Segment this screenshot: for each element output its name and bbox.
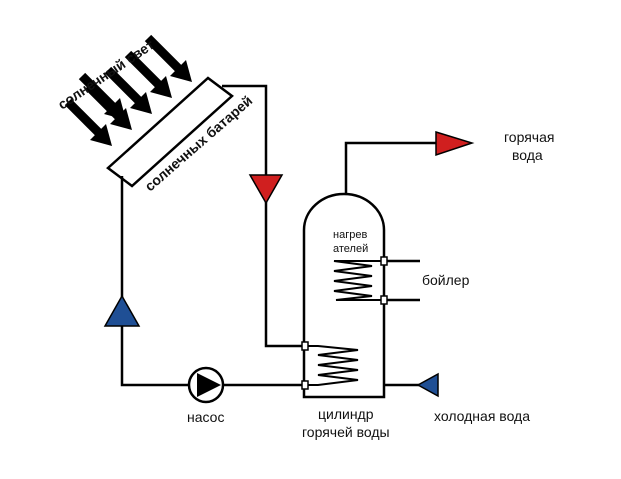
hot-flow-arrow-icon bbox=[248, 174, 284, 205]
hot-water-label-line1: горячая bbox=[504, 129, 554, 145]
pump-icon bbox=[187, 366, 225, 404]
cylinder-label-line2: горячей воды bbox=[302, 424, 390, 440]
heater-label-line1: нагрев bbox=[333, 229, 367, 241]
return-flow-arrow-icon bbox=[103, 294, 141, 327]
pump-label: насос bbox=[187, 409, 224, 425]
hot-water-label-line2: вода bbox=[512, 147, 543, 163]
cold-water-label: холодная вода bbox=[434, 408, 530, 424]
hot-water-arrow-icon bbox=[435, 130, 475, 157]
solar-panel bbox=[106, 76, 234, 188]
coil-icon bbox=[333, 256, 388, 305]
cylinder-label-line1: цилиндр bbox=[318, 406, 374, 422]
heater-label-line2: ателей bbox=[333, 243, 368, 255]
coil-icon bbox=[301, 341, 359, 390]
boiler-label: бойлер bbox=[422, 272, 470, 288]
cold-water-arrow-icon bbox=[416, 372, 439, 398]
pipes bbox=[120, 84, 436, 387]
